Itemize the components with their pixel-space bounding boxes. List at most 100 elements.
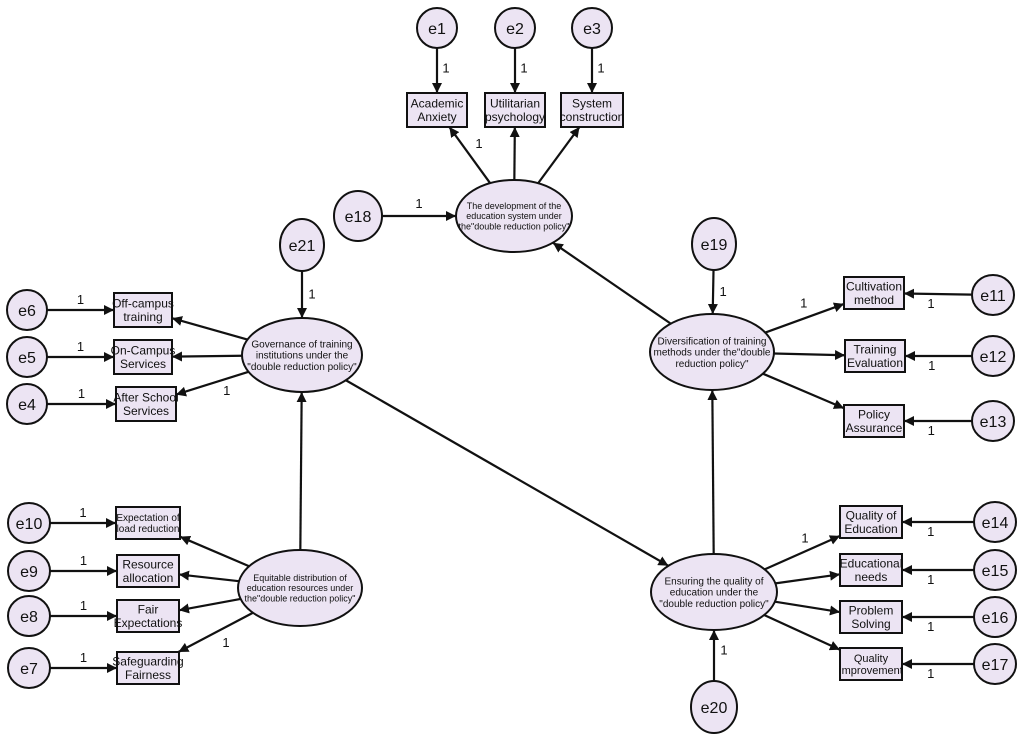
- path-qual-to-o14: [764, 534, 841, 571]
- latent-label-line: education resources under: [247, 583, 354, 593]
- path-gov-to-o4: [175, 370, 249, 397]
- error-circle: [6, 336, 48, 378]
- error-term-e17: e17: [973, 643, 1017, 685]
- error-label: e1: [428, 21, 446, 38]
- path-qual-to-o15: [775, 570, 841, 585]
- observed-label-line: needs: [855, 570, 888, 584]
- path-equ-to-o10: [179, 535, 250, 568]
- error-circle: [973, 596, 1017, 638]
- path-weight-label: 1: [800, 296, 807, 311]
- path-weight-label: 1: [475, 136, 482, 151]
- latent-label-line: Equitable distribution of: [253, 573, 347, 583]
- observed-box: [484, 92, 546, 128]
- error-circle: [416, 7, 458, 49]
- path-gov-to-qual: [345, 379, 669, 567]
- error-term-e18: e18: [333, 190, 383, 242]
- path-dev-to-o3: [537, 126, 581, 184]
- latent-label-line: "double reduction policy": [247, 362, 357, 373]
- observed-box: [116, 651, 180, 685]
- observed-box: [113, 339, 173, 375]
- latent-label-line: Ensuring the quality of: [665, 576, 764, 587]
- observed-box: [116, 554, 180, 588]
- observed-label-line: Services: [120, 357, 166, 371]
- observed-label-line: On-Campus: [111, 344, 176, 358]
- observed-label-line: Evaluation: [847, 356, 903, 370]
- error-circle: [6, 289, 48, 331]
- latent-label-line: methods under the"double: [654, 348, 771, 359]
- error-circle: [7, 502, 51, 544]
- error-circle: [973, 549, 1017, 591]
- error-label: e18: [345, 209, 372, 226]
- error-label: e8: [20, 609, 38, 626]
- path-equ-to-o7: [177, 611, 254, 653]
- path-weight-label: 1: [928, 358, 935, 373]
- error-term-e3: e3: [571, 7, 613, 49]
- error-circle: [690, 680, 738, 734]
- latent-label-line: "double reduction policy": [659, 599, 769, 610]
- observed-label-line: System: [572, 97, 612, 111]
- observed-label-line: Anxiety: [417, 110, 456, 124]
- error-term-e10: e10: [7, 502, 51, 544]
- error-circle: [571, 7, 613, 49]
- path-weight-label: 1: [80, 553, 87, 568]
- path-weight-label: 1: [77, 292, 84, 307]
- path-weight-label: 1: [520, 60, 527, 75]
- error-circle: [494, 7, 536, 49]
- path-weight-label: 1: [927, 572, 934, 587]
- error-label: e5: [18, 350, 36, 367]
- observed-label-line: training: [123, 310, 162, 324]
- error-term-e2: e2: [494, 7, 536, 49]
- path-div-to-dev: [552, 241, 672, 325]
- path-gov-to-o5: [171, 351, 243, 362]
- error-circle: [6, 383, 48, 425]
- latent-ellipse: [237, 549, 363, 627]
- error-circle: [973, 643, 1017, 685]
- latent-label-line: The development of the: [467, 201, 562, 211]
- error-term-e6: e6: [6, 289, 48, 331]
- observed-label-line: method: [854, 293, 894, 307]
- path-qual-to-o17: [763, 613, 841, 651]
- path-div-to-o13: [762, 372, 845, 410]
- error-label: e15: [982, 563, 1009, 580]
- error-circle: [279, 218, 325, 272]
- edges-layer: [47, 48, 974, 681]
- observed-label-line: After School: [113, 391, 178, 405]
- path-weight-label: 1: [927, 296, 934, 311]
- observed-box: [843, 404, 905, 438]
- error-label: e6: [18, 303, 36, 320]
- observed-label-line: Education: [844, 522, 897, 536]
- observed-label-line: Cultivation: [846, 280, 902, 294]
- path-weight-label: 1: [927, 666, 934, 681]
- observed-box: [116, 599, 180, 633]
- path-weight-label: 1: [78, 386, 85, 401]
- observed-label-line: Fairness: [125, 668, 171, 682]
- observed-label-line: Expectations: [114, 616, 183, 630]
- observed-box: [844, 339, 906, 373]
- observed-box: [839, 505, 903, 539]
- path-weight-label: 1: [927, 619, 934, 634]
- path-dev-to-o2: [509, 126, 520, 181]
- error-term-e20: e20: [690, 680, 738, 734]
- observed-label-line: Solving: [851, 617, 890, 631]
- error-label: e11: [980, 288, 1006, 305]
- observed-label-line: Expectation of: [116, 513, 180, 524]
- observed-box: [839, 553, 903, 587]
- observed-label-line: Quality: [854, 653, 889, 665]
- observed-label-line: Utilitarian: [490, 97, 540, 111]
- path-weight-label: 1: [77, 339, 84, 354]
- error-circle: [7, 595, 51, 637]
- observed-label-line: Training: [854, 343, 897, 357]
